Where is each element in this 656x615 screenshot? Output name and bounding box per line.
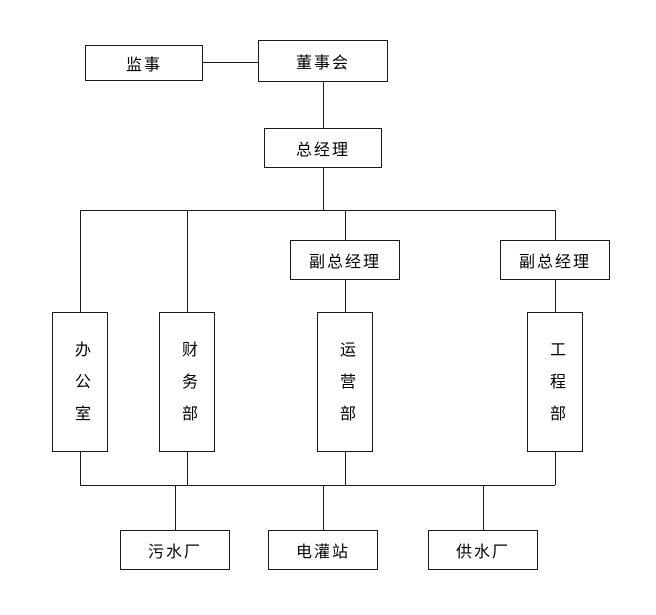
connector-office-bottombus bbox=[80, 452, 81, 485]
connector-finance-bottombus bbox=[187, 452, 188, 485]
connector-engineering-bottombus bbox=[555, 452, 556, 485]
drop-to-office bbox=[80, 210, 81, 312]
bottom-bus-line bbox=[80, 485, 555, 486]
drop-to-deputy1 bbox=[345, 210, 346, 240]
drop-to-sewage-plant bbox=[175, 485, 176, 530]
drop-to-deputy2 bbox=[555, 210, 556, 240]
node-operations-dept: 运营部 bbox=[317, 312, 373, 452]
connector-gm-topbus bbox=[323, 168, 324, 210]
connector-deputy2-engineering bbox=[555, 280, 556, 312]
node-deputy-gm-1: 副总经理 bbox=[290, 240, 400, 280]
drop-to-irrigation-station bbox=[323, 485, 324, 530]
connector-operations-bottombus bbox=[345, 452, 346, 485]
node-deputy-gm-2: 副总经理 bbox=[500, 240, 610, 280]
node-sewage-plant: 污水厂 bbox=[120, 530, 230, 570]
connector-supervisor-board bbox=[203, 62, 258, 63]
drop-to-water-supply-plant bbox=[483, 485, 484, 530]
node-water-supply-plant: 供水厂 bbox=[428, 530, 538, 570]
node-irrigation-station: 电灌站 bbox=[268, 530, 378, 570]
drop-to-finance bbox=[187, 210, 188, 312]
node-finance-dept: 财务部 bbox=[159, 312, 215, 452]
node-engineering-dept: 工程部 bbox=[527, 312, 583, 452]
connector-deputy1-operations bbox=[345, 280, 346, 312]
top-bus-line bbox=[80, 210, 555, 211]
node-board: 董事会 bbox=[258, 40, 388, 82]
node-office: 办公室 bbox=[52, 312, 108, 452]
connector-board-gm bbox=[323, 82, 324, 128]
node-general-manager: 总经理 bbox=[264, 128, 382, 168]
node-supervisor: 监事 bbox=[85, 45, 203, 81]
